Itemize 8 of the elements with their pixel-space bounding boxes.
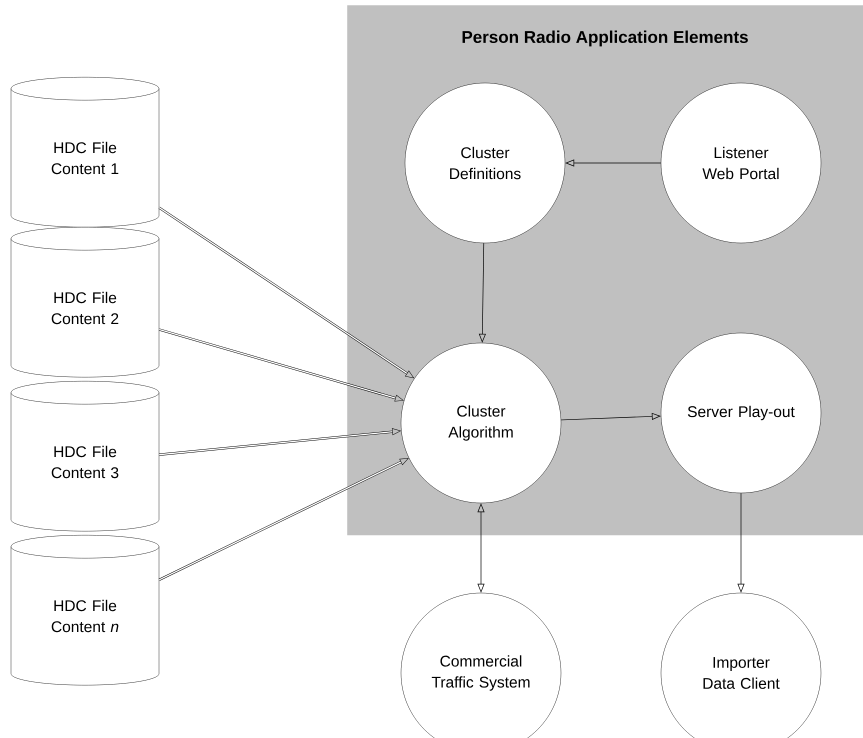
arrow	[158, 328, 404, 402]
data-store-cylinder: HDC File Content 1	[10, 76, 160, 228]
arrow	[158, 206, 414, 378]
arrow	[158, 458, 409, 581]
data-store-cylinder: HDC File Content 3	[10, 380, 160, 532]
data-store-cylinder: HDC File Content 2	[10, 226, 160, 378]
arrow	[159, 428, 401, 456]
data-store-cylinder: HDC File Content n	[10, 534, 160, 686]
